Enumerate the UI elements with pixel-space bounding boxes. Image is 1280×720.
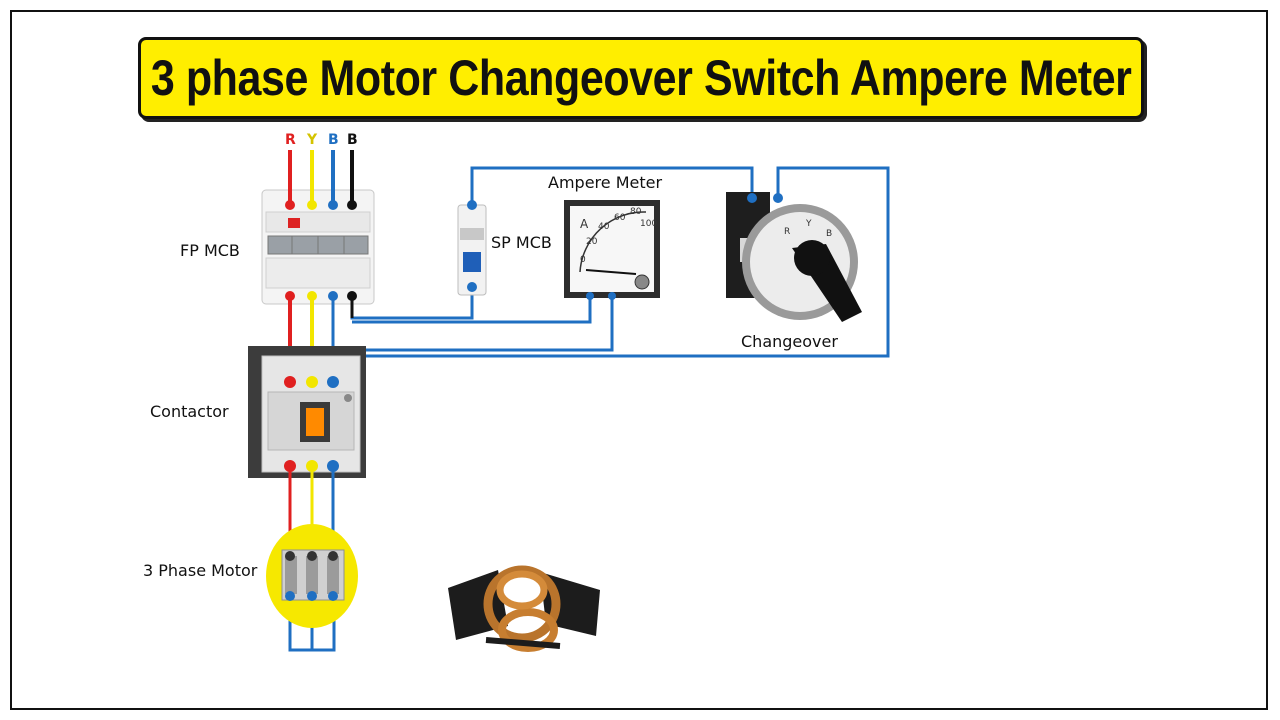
meter-tick-20: 20	[586, 237, 598, 247]
label-contactor: Contactor	[150, 402, 229, 421]
meter-tick-80: 80	[630, 207, 642, 217]
phase-label-y: Y	[306, 132, 318, 148]
meter-tick-40: 40	[598, 222, 610, 232]
changeover-switch: R Y B	[726, 192, 862, 322]
changeover-pos-r: R	[784, 227, 790, 237]
page-title: 3 phase Motor Changeover Switch Ampere M…	[150, 50, 1132, 106]
diagram-frame	[10, 10, 1268, 710]
phase-label-black: B	[347, 132, 358, 148]
phase-input-wires	[288, 150, 354, 205]
wire-meter-return	[352, 296, 592, 324]
fpmcb-bottom-terminals	[285, 291, 357, 301]
meter-tick-0: 0	[580, 255, 586, 265]
meter-tick-100: 100	[640, 219, 657, 229]
contactor	[248, 346, 366, 478]
sp-mcb	[457, 200, 487, 296]
label-ampere-meter: Ampere Meter	[548, 173, 662, 192]
wire-changeover-loop	[333, 166, 890, 358]
label-fp-mcb: FP MCB	[180, 241, 240, 260]
label-3-phase-motor: 3 Phase Motor	[143, 561, 258, 580]
motor-coil-image	[448, 565, 600, 652]
title-banner: 3 phase Motor Changeover Switch Ampere M…	[138, 37, 1144, 119]
meter-tick-60: 60	[614, 213, 626, 223]
label-sp-mcb: SP MCB	[491, 233, 552, 252]
phase-label-b: B	[328, 132, 339, 148]
motor-terminal-box	[266, 524, 358, 628]
label-changeover: Changeover	[741, 332, 838, 351]
ampere-meter: 0 20 40 60 80 100 A	[564, 200, 660, 300]
changeover-pos-b: B	[826, 229, 832, 239]
fp-mcb	[261, 189, 375, 305]
phase-label-r: R	[285, 132, 296, 148]
fpmcb-top-terminals	[285, 200, 357, 210]
changeover-pos-y: Y	[805, 219, 812, 229]
wire-spmcb-to-changeover	[470, 166, 754, 205]
meter-unit: A	[580, 217, 589, 231]
